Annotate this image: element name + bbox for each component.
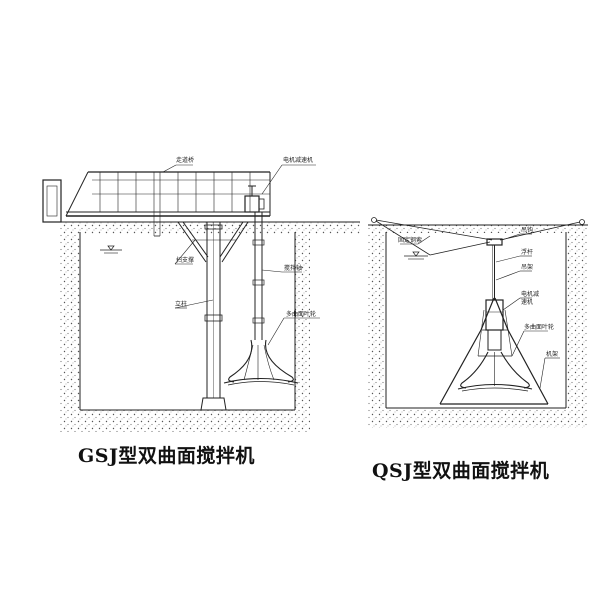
walkway-bridge bbox=[65, 171, 271, 237]
label-qsj-impeller: 多曲面叶轮 bbox=[524, 323, 554, 331]
gsj-tank bbox=[60, 221, 360, 432]
gsj-stirring-shaft bbox=[252, 212, 265, 340]
qsj-labels: 固定钢索 吊钩 浮杆 吊架 电机减 速机 多曲面叶轮 机架 bbox=[398, 226, 558, 358]
label-walkway: 走道桥 bbox=[176, 156, 194, 164]
gsj-impeller bbox=[223, 339, 299, 386]
gsj-labels: 走道桥 电机减速机 扫支撑 立柱 搅拌轴 多曲面叶轮 bbox=[175, 156, 316, 318]
control-cabinet bbox=[42, 179, 62, 223]
qsj-tank bbox=[368, 224, 588, 428]
qsj-caption: QSJ型双曲面搅拌机 bbox=[372, 460, 550, 482]
label-qsj-motor: 速机 bbox=[521, 298, 533, 306]
qsj-float bbox=[486, 238, 503, 300]
label-support-leg: 扫支撑 bbox=[176, 256, 194, 264]
gsj-caption: GSJ型双曲面搅拌机 bbox=[78, 445, 255, 467]
gsj-diagram bbox=[42, 164, 360, 432]
qsj-leaders bbox=[400, 233, 560, 389]
label-frame: 机架 bbox=[546, 350, 558, 358]
qsj-frame bbox=[439, 297, 549, 405]
label-impeller: 多曲面叶轮 bbox=[286, 310, 316, 318]
label-hanger: 吊架 bbox=[521, 263, 533, 271]
gsj-column bbox=[200, 222, 227, 411]
gsj-support-frame bbox=[177, 221, 249, 263]
label-qsj-motor-reducer: 电机减 bbox=[521, 290, 539, 298]
fixed-rope bbox=[371, 217, 585, 256]
qsj-motor-reducer bbox=[485, 299, 504, 351]
label-lifting-ring: 吊钩 bbox=[521, 226, 533, 234]
label-stirring-shaft: 搅拌轴 bbox=[284, 264, 302, 272]
qsj-impeller bbox=[457, 351, 533, 392]
gsj-motor-reducer bbox=[244, 185, 265, 213]
qsj-diagram bbox=[368, 217, 588, 428]
label-column: 立柱 bbox=[175, 300, 187, 308]
label-fixed-rope: 固定钢索 bbox=[398, 236, 422, 244]
label-motor-reducer: 电机减速机 bbox=[283, 156, 313, 164]
gsj-leaders bbox=[162, 164, 320, 346]
label-float: 浮杆 bbox=[521, 248, 533, 256]
